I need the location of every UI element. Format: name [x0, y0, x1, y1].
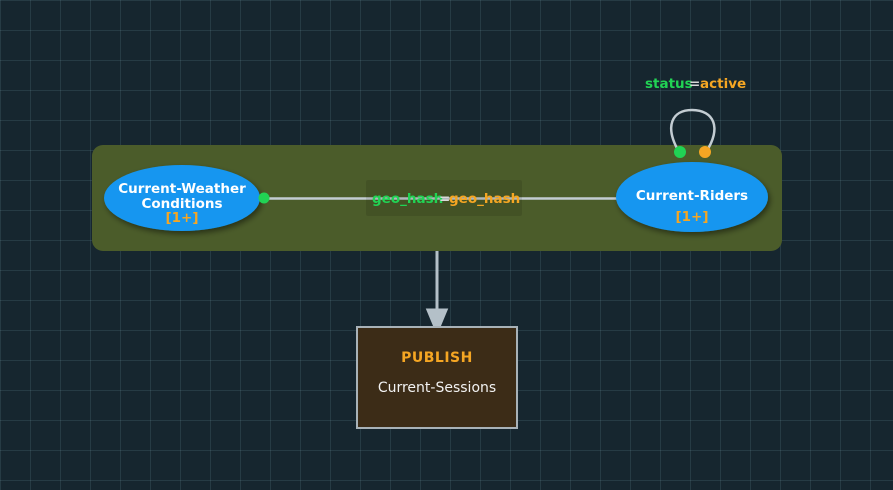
riders-loop-in-port-dot[interactable] — [674, 146, 686, 158]
join-edge-label-right: geo_hash — [449, 191, 520, 207]
publish-node-subtitle: Current-Sessions — [378, 380, 496, 396]
node-label-line1: Current-Riders — [636, 188, 748, 204]
node-label-line2: Conditions — [141, 196, 222, 212]
node-cardinality-badge: [1+] — [165, 210, 198, 226]
join-edge-label-backdrop — [366, 180, 522, 216]
self-loop-edge-label[interactable]: status = active — [645, 76, 746, 92]
join-edge-label[interactable]: geo_hash = geo_hash — [372, 191, 520, 207]
riders-loop-out-port-dot[interactable] — [699, 146, 711, 158]
publish-node[interactable]: PUBLISH Current-Sessions — [356, 326, 518, 429]
node-ellipse[interactable] — [616, 162, 768, 232]
self-loop-edge-path[interactable] — [670, 108, 716, 154]
node-label-line1: Current-Weather — [118, 181, 246, 197]
self-loop-label-operator: = — [689, 76, 700, 92]
publish-node-title: PUBLISH — [401, 350, 473, 366]
join-edge-label-left: geo_hash — [372, 191, 443, 207]
join-edge-label-operator: = — [439, 191, 450, 207]
node-current-weather-conditions[interactable]: Current-Weather Conditions [1+] — [104, 165, 260, 231]
publish-node-box[interactable] — [356, 326, 518, 429]
weather-out-port-dot[interactable] — [258, 192, 270, 204]
self-loop-label-left: status — [645, 76, 693, 92]
self-loop-label-right: active — [700, 76, 746, 92]
node-current-riders[interactable]: Current-Riders [1+] — [616, 162, 768, 232]
node-cardinality-badge: [1+] — [675, 209, 708, 225]
node-ellipse[interactable] — [104, 165, 260, 231]
